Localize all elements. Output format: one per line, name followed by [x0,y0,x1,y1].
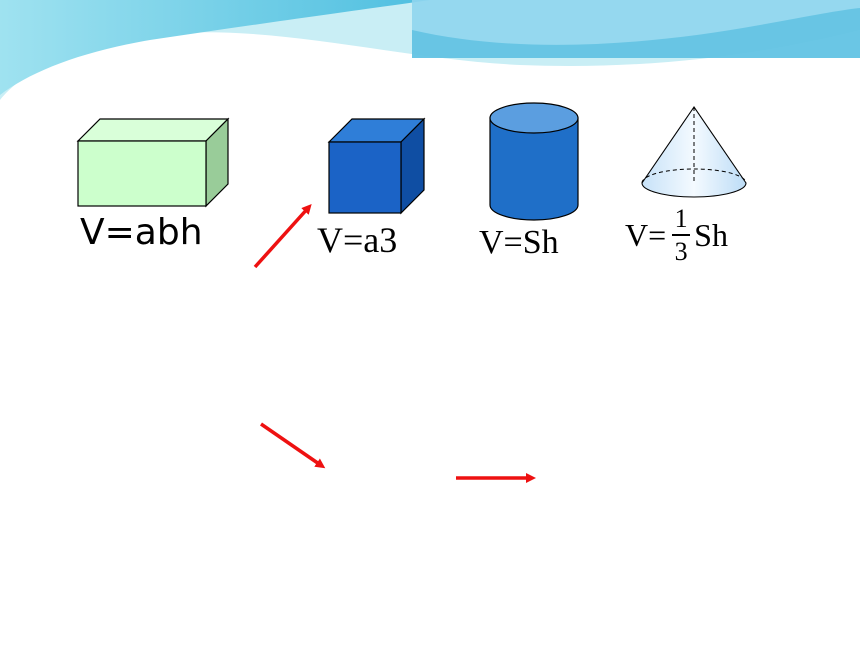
cuboid-top-face [76,118,230,142]
cylinder-top [489,102,579,134]
cube-formula-label: V=a3 [317,220,398,260]
cylinder-formula-label: V=Sh [479,224,559,261]
cylinder-body [489,117,579,221]
arrow-up-right [253,204,312,269]
header-panel-wave [412,8,860,58]
cone-shape [641,106,747,198]
cone-formula-fraction: 1 3 [672,204,691,266]
fraction-denominator: 3 [674,236,688,266]
cone-formula-suffix: Sh [694,216,728,253]
cone-formula-prefix: V= [625,216,667,253]
arrows [253,204,536,483]
cone-formula-label: V= 1 3 Sh [625,205,728,265]
header-wave-decoration [0,0,860,100]
fraction-bar [672,234,691,236]
fraction-numerator: 1 [674,204,688,233]
cylinder-shape [489,102,579,221]
cuboid-front-face [77,140,207,207]
arrow-down-right [260,422,326,469]
header-wave-front [0,0,430,95]
cube-front-face [328,141,402,214]
cuboid-formula-label: V=abh [80,212,203,253]
cuboid-shape [76,117,230,208]
cube-shape [327,117,426,215]
cone-base-back [641,168,747,184]
